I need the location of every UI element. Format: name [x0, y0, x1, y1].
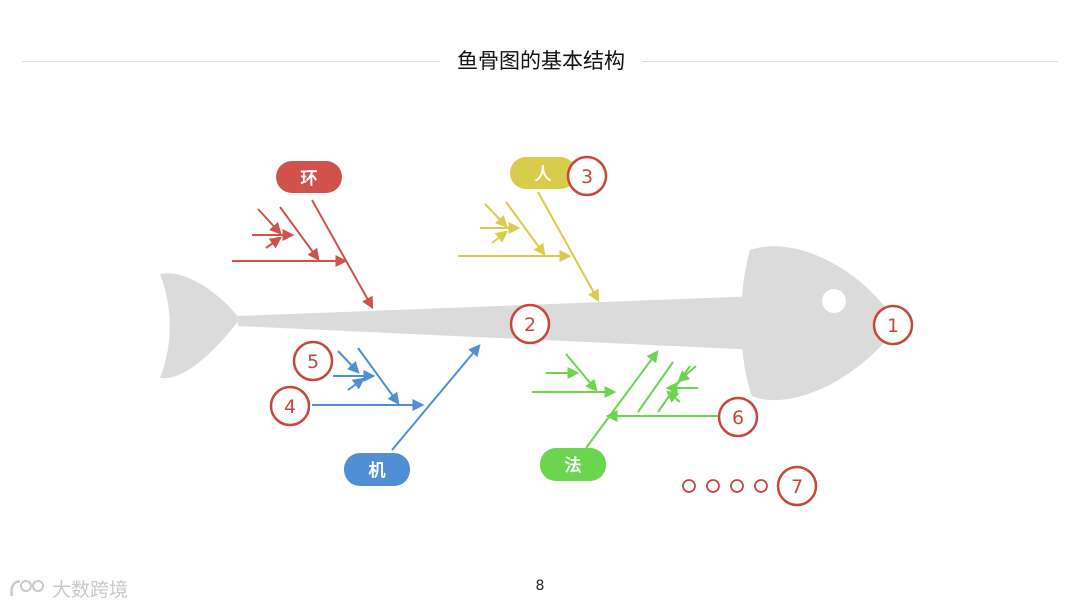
fish-eye	[822, 289, 846, 313]
marker-5-label: 5	[307, 351, 319, 373]
marker-3	[566, 155, 608, 197]
marker-2	[509, 303, 551, 345]
marker-6	[717, 396, 759, 438]
marker-1-label: 1	[887, 315, 899, 337]
branch-method	[532, 350, 718, 449]
title-rule-right	[642, 61, 1058, 62]
marker-5	[292, 340, 334, 382]
marker-2-label: 2	[524, 314, 536, 336]
category-people-label: 人	[535, 165, 553, 185]
marker-7	[776, 465, 818, 507]
page-number: 8	[535, 578, 545, 594]
marker-3-label: 3	[581, 166, 593, 188]
marker-4	[269, 385, 311, 427]
branch-machine	[312, 344, 481, 451]
marker-6-label: 6	[732, 407, 744, 429]
category-people: 人	[510, 157, 576, 189]
marker-4-label: 4	[284, 396, 296, 418]
category-method-label: 法	[565, 455, 582, 476]
watermark-text: 大数跨境	[52, 578, 129, 601]
continuation-dots	[682, 479, 768, 493]
branch-environment	[232, 199, 374, 310]
branch-people	[458, 191, 600, 303]
fish-tail	[160, 273, 240, 379]
category-method: 法	[540, 448, 606, 481]
watermark-logo-icon	[10, 580, 44, 597]
marker-1	[872, 304, 914, 346]
category-environment: 环	[276, 161, 342, 193]
fish-silhouette	[160, 246, 898, 401]
category-machine: 机	[344, 453, 410, 486]
marker-7-label: 7	[791, 476, 803, 498]
category-machine-label: 机	[369, 460, 386, 481]
fish-spine	[238, 296, 760, 350]
fish-head	[741, 246, 898, 401]
title-rule-left	[22, 61, 440, 62]
watermark: 大数跨境	[8, 574, 128, 602]
category-environment-label: 环	[301, 169, 318, 189]
page-title: 鱼骨图的基本结构	[457, 49, 625, 73]
